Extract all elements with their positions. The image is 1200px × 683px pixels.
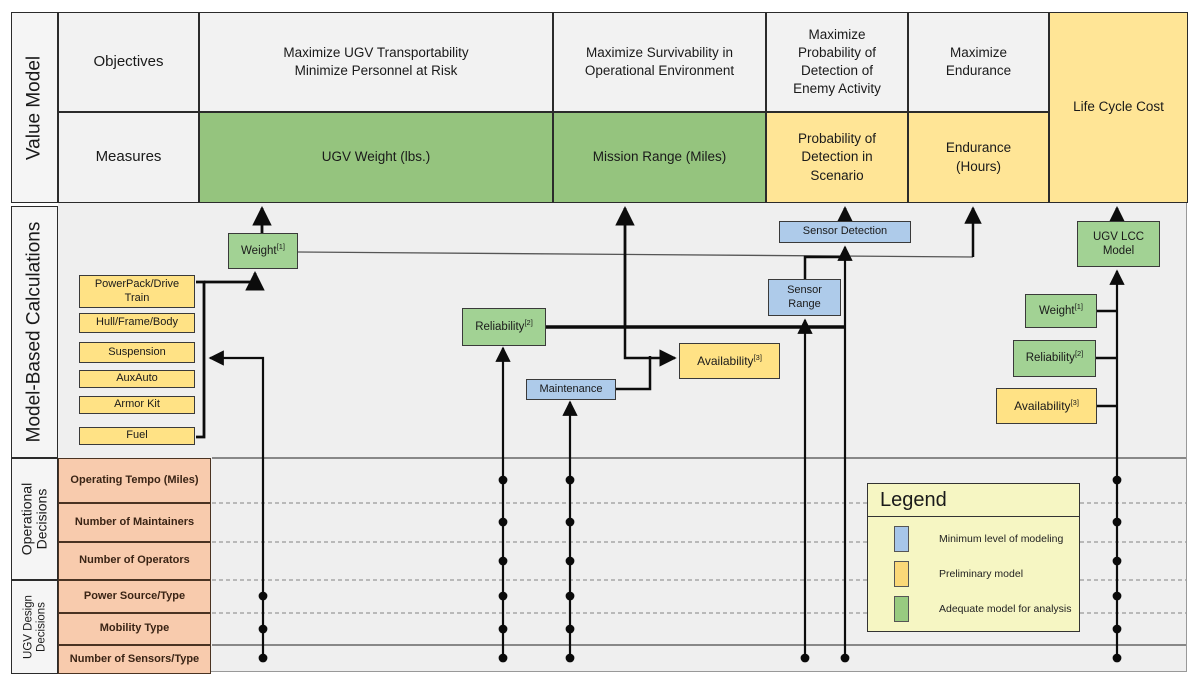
component-auxauto: AuxAuto (79, 370, 195, 388)
component-suspension: Suspension (79, 342, 195, 363)
life-cycle-cost-cell: Life Cycle Cost (1049, 12, 1188, 203)
legend: Legend Minimum level of modeling Prelimi… (867, 483, 1080, 632)
measure-ugv-weight: UGV Weight (lbs.) (199, 112, 553, 203)
sensor-detection-box: Sensor Detection (779, 221, 911, 243)
decision-number-maintainers: Number of Maintainers (58, 503, 211, 542)
section-ugv-design-decisions: UGV Design Decisions (11, 580, 58, 674)
objective-endurance: Maximize Endurance (908, 12, 1049, 112)
section-line (212, 457, 1186, 646)
section-value-model-label: Value Model (23, 55, 45, 160)
objectives-row-header-label: Objectives (93, 52, 164, 70)
weight-model-label: Weight[1] (241, 241, 285, 257)
component-hull-frame-body: Hull/Frame/Body (79, 313, 195, 333)
component-powerpack: PowerPack/Drive Train (79, 275, 195, 308)
objective-transportability: Maximize UGV Transportability Minimize P… (199, 12, 553, 112)
objective-survivability: Maximize Survivability in Operational En… (553, 12, 766, 112)
reliability-lcc-input-box: Reliability[2] (1013, 340, 1096, 377)
availability-model-box: Availability[3] (679, 343, 780, 379)
section-operational-decisions-label: Operational Decisions (18, 482, 50, 556)
component-armor-kit: Armor Kit (79, 396, 195, 414)
ugv-lcc-model-box: UGV LCC Model (1077, 221, 1160, 267)
measures-row-header: Measures (58, 112, 199, 203)
decision-junction-dots (258, 475, 1122, 663)
legend-item-adequate: Adequate model for analysis (894, 596, 1079, 622)
reliability-model-box: Reliability[2] (462, 308, 546, 346)
decision-number-sensors: Number of Sensors/Type (58, 645, 211, 674)
measure-probability-detection: Probability of Detection in Scenario (766, 112, 908, 203)
section-value-model: Value Model (11, 12, 58, 203)
legend-item-adequate-label: Adequate model for analysis (939, 603, 1072, 615)
availability-lcc-input-label: Availability[3] (1014, 397, 1079, 413)
section-model-based-calculations-label: Model-Based Calculations (23, 221, 45, 443)
measure-endurance-hours: Endurance (Hours) (908, 112, 1049, 203)
weight-lcc-input-box: Weight[1] (1025, 294, 1097, 328)
availability-lcc-input-box: Availability[3] (996, 388, 1097, 424)
legend-swatch-green (894, 596, 909, 622)
maintenance-box: Maintenance (526, 379, 616, 400)
reliability-lcc-input-label: Reliability[2] (1025, 349, 1084, 365)
weight-lcc-input-label: Weight[1] (1039, 301, 1083, 317)
decision-mobility-type: Mobility Type (58, 613, 211, 645)
decision-number-operators: Number of Operators (58, 542, 211, 580)
legend-swatch-yellow (894, 561, 909, 587)
legend-item-preliminary: Preliminary model (894, 561, 1079, 587)
measures-row-header-label: Measures (95, 148, 162, 166)
section-ugv-design-decisions-label: UGV Design Decisions (21, 595, 47, 659)
legend-item-minimum: Minimum level of modeling (894, 526, 1079, 552)
measure-mission-range: Mission Range (Miles) (553, 112, 766, 203)
legend-item-preliminary-label: Preliminary model (939, 568, 1024, 580)
section-operational-decisions: Operational Decisions (11, 458, 58, 580)
legend-swatch-blue (894, 526, 909, 552)
row-separator-dashed (212, 502, 1186, 614)
objectives-row-header: Objectives (58, 12, 199, 112)
legend-item-minimum-label: Minimum level of modeling (939, 533, 1064, 545)
section-model-based-calculations: Model-Based Calculations (11, 206, 58, 458)
component-fuel: Fuel (79, 427, 195, 445)
weight-model-box: Weight[1] (228, 233, 298, 269)
decision-power-source: Power Source/Type (58, 580, 211, 613)
reliability-model-label: Reliability[2] (475, 317, 533, 333)
availability-model-label: Availability[3] (697, 352, 762, 368)
weight-to-endurance-line (297, 251, 974, 258)
decision-operating-tempo: Operating Tempo (Miles) (58, 458, 211, 503)
sensor-range-box: Sensor Range (768, 279, 841, 316)
legend-title: Legend (868, 484, 1079, 517)
objective-detection: Maximize Probability of Detection of Ene… (766, 12, 908, 112)
